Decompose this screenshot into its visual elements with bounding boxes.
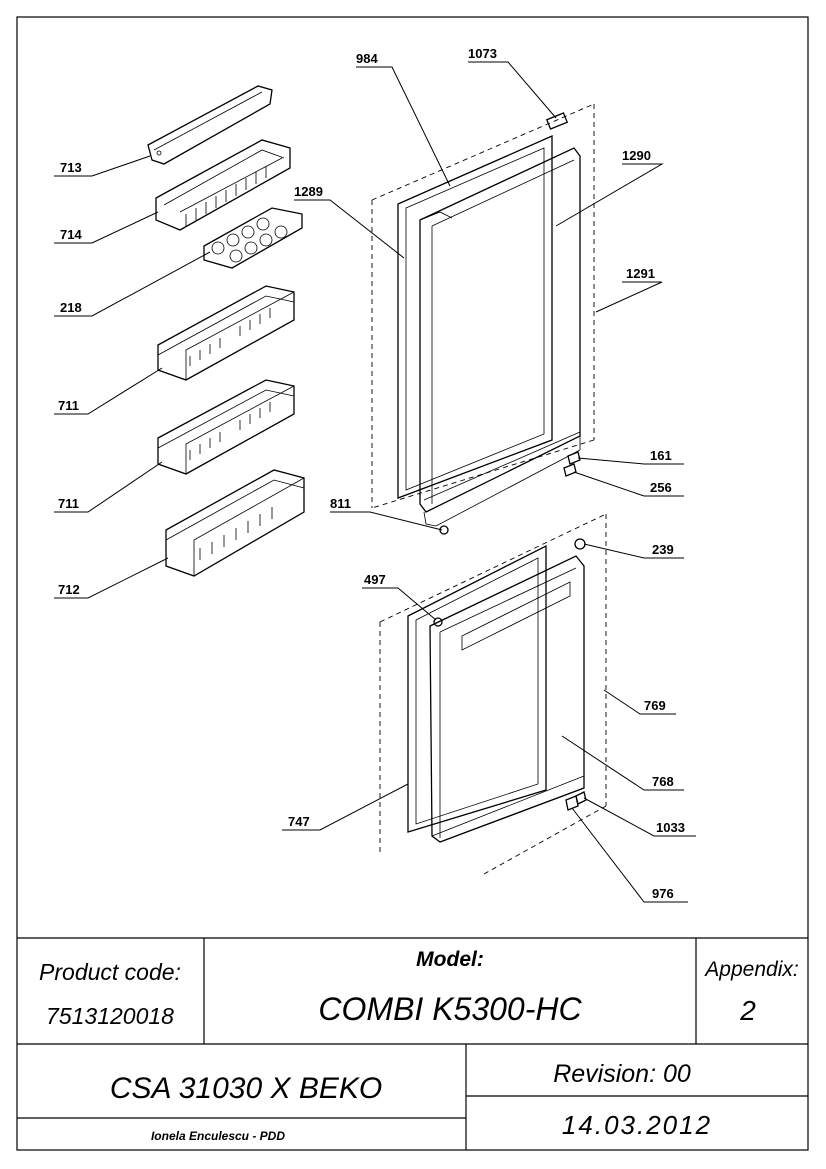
door-shelf-711-lower [157,379,295,475]
appendix-value: 2 [739,995,756,1026]
bottle-shelf-712 [165,469,305,577]
part-label-976: 976 [652,886,674,901]
hinge-976 [565,795,579,811]
part-label-1291: 1291 [626,266,655,281]
door-gasket-1289 [397,135,553,499]
part-label-218: 218 [60,300,82,315]
part-label-713: 713 [60,160,82,175]
bushing-497 [433,617,443,627]
revision: Revision: 00 [553,1060,691,1088]
part-label-714: 714 [60,227,82,242]
author: Ionela Enculescu - PDD [151,1129,285,1143]
part-label-497: 497 [364,572,386,587]
part-label-1033: 1033 [656,820,685,835]
part-label-256: 256 [650,480,672,495]
part-label-747: 747 [288,814,310,829]
hinge-161 [567,451,581,465]
part-label-711-upper: 711 [58,398,79,413]
part-label-769: 769 [644,698,666,713]
model-label: Model: [416,948,484,971]
part-label-1073: 1073 [468,46,497,61]
shelf-cover-713 [147,85,273,165]
product-code-label: Product code: [39,959,181,985]
title-block: Product code: 7513120018 Model: COMBI K5… [17,937,808,1150]
hinge-axis-lower [379,513,607,875]
door-gasket-747 [407,544,547,833]
product-name: CSA 31030 X BEKO [110,1072,382,1105]
date: 14.03.2012 [562,1110,712,1140]
door-stop-1073 [545,112,569,130]
door-shelf-711-upper [157,285,295,381]
leader-lines [54,61,696,903]
part-label-239: 239 [652,542,674,557]
part-label-712: 712 [58,582,80,597]
page-border [16,16,809,1151]
butter-shelf-714 [155,139,291,231]
part-label-984: 984 [356,51,378,66]
product-code-value: 7513120018 [46,1003,174,1029]
hinge-axis-upper [371,103,595,509]
hinge-pin-256 [563,463,577,477]
egg-tray-218 [203,207,303,269]
part-label-711-lower: 711 [58,496,79,511]
appendix-label: Appendix: [703,958,798,981]
freezer-door-768 [429,555,585,843]
part-label-811: 811 [330,496,351,511]
fridge-door-1290 [419,147,581,527]
model-value: COMBI K5300-HC [318,991,582,1027]
part-label-1290: 1290 [622,148,651,163]
part-label-161: 161 [650,448,672,463]
hinge-cap-239 [574,538,586,550]
part-label-768: 768 [652,774,674,789]
part-label-1289: 1289 [294,184,323,199]
